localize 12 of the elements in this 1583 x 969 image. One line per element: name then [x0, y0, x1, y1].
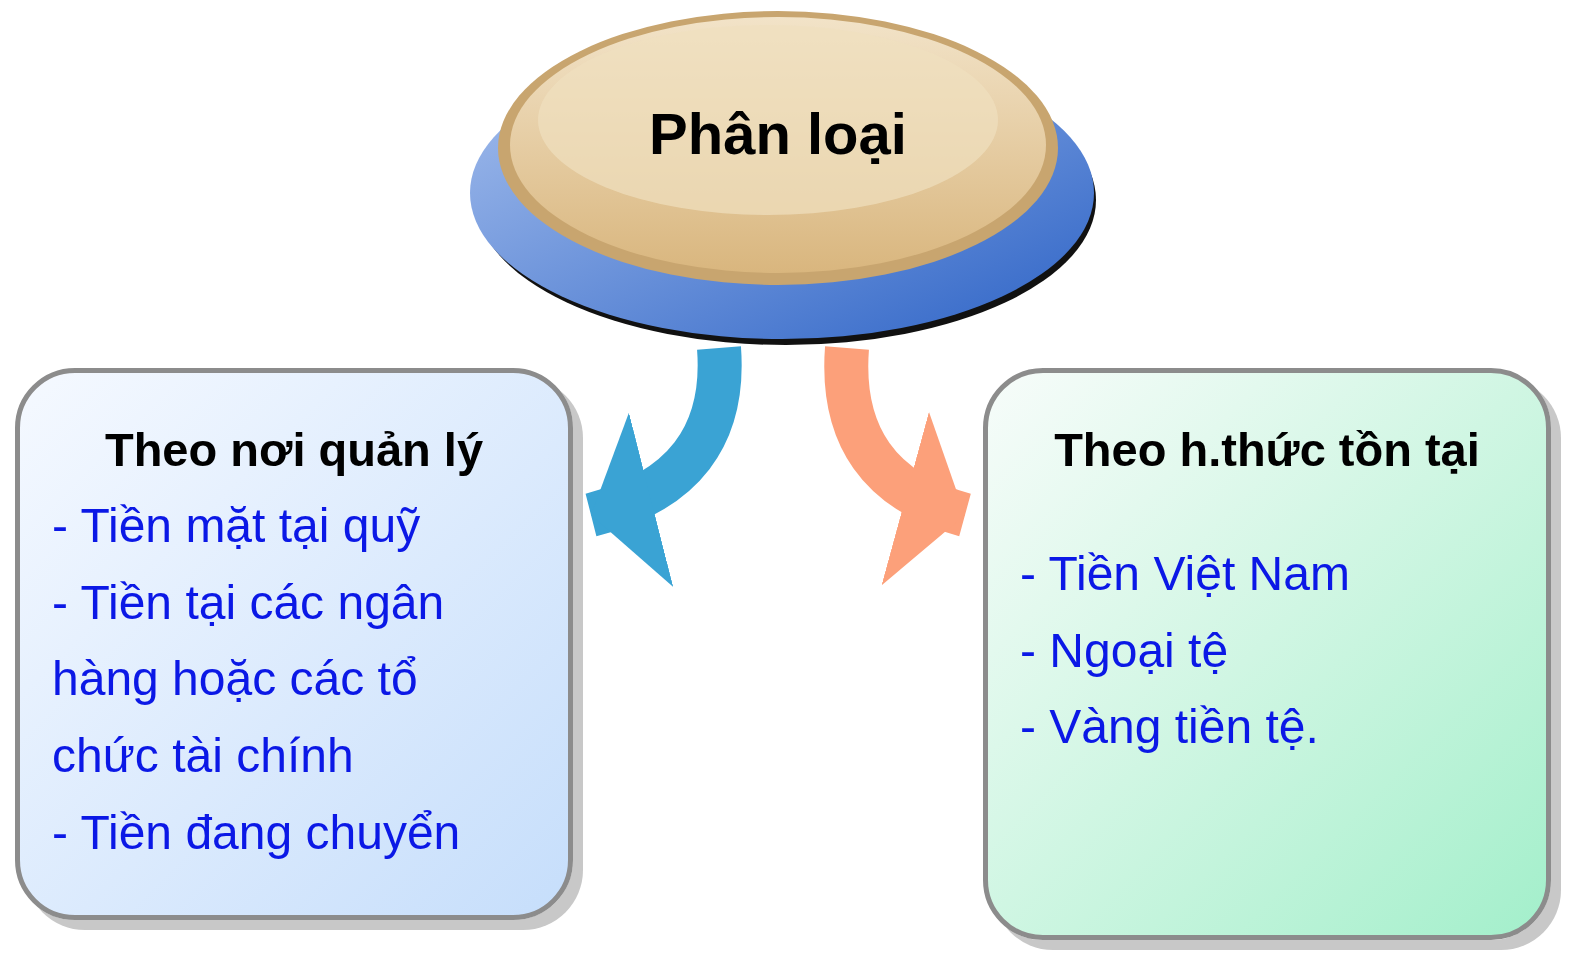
list-item: - Ngoại tệ	[1020, 622, 1230, 679]
list-item: - Tiền tại các ngân hàng hoặc các tổ chức tài chính	[52, 574, 446, 785]
ellipse-node	[468, 8, 1098, 348]
box-heading: Theo h.thức tồn tại	[1053, 422, 1481, 478]
list-item: - Tiền Việt Nam	[1020, 545, 1351, 602]
list-item: - Vàng tiền tệ.	[1020, 699, 1320, 756]
curved-arrow	[824, 347, 972, 582]
node-label: Phân loại	[648, 100, 908, 168]
curved-arrow	[584, 347, 742, 584]
box-heading: Theo nơi quản lý	[103, 422, 485, 478]
list-item: - Tiền mặt tại quỹ	[52, 497, 422, 554]
list-item: - Tiền đang chuyển	[52, 804, 462, 861]
